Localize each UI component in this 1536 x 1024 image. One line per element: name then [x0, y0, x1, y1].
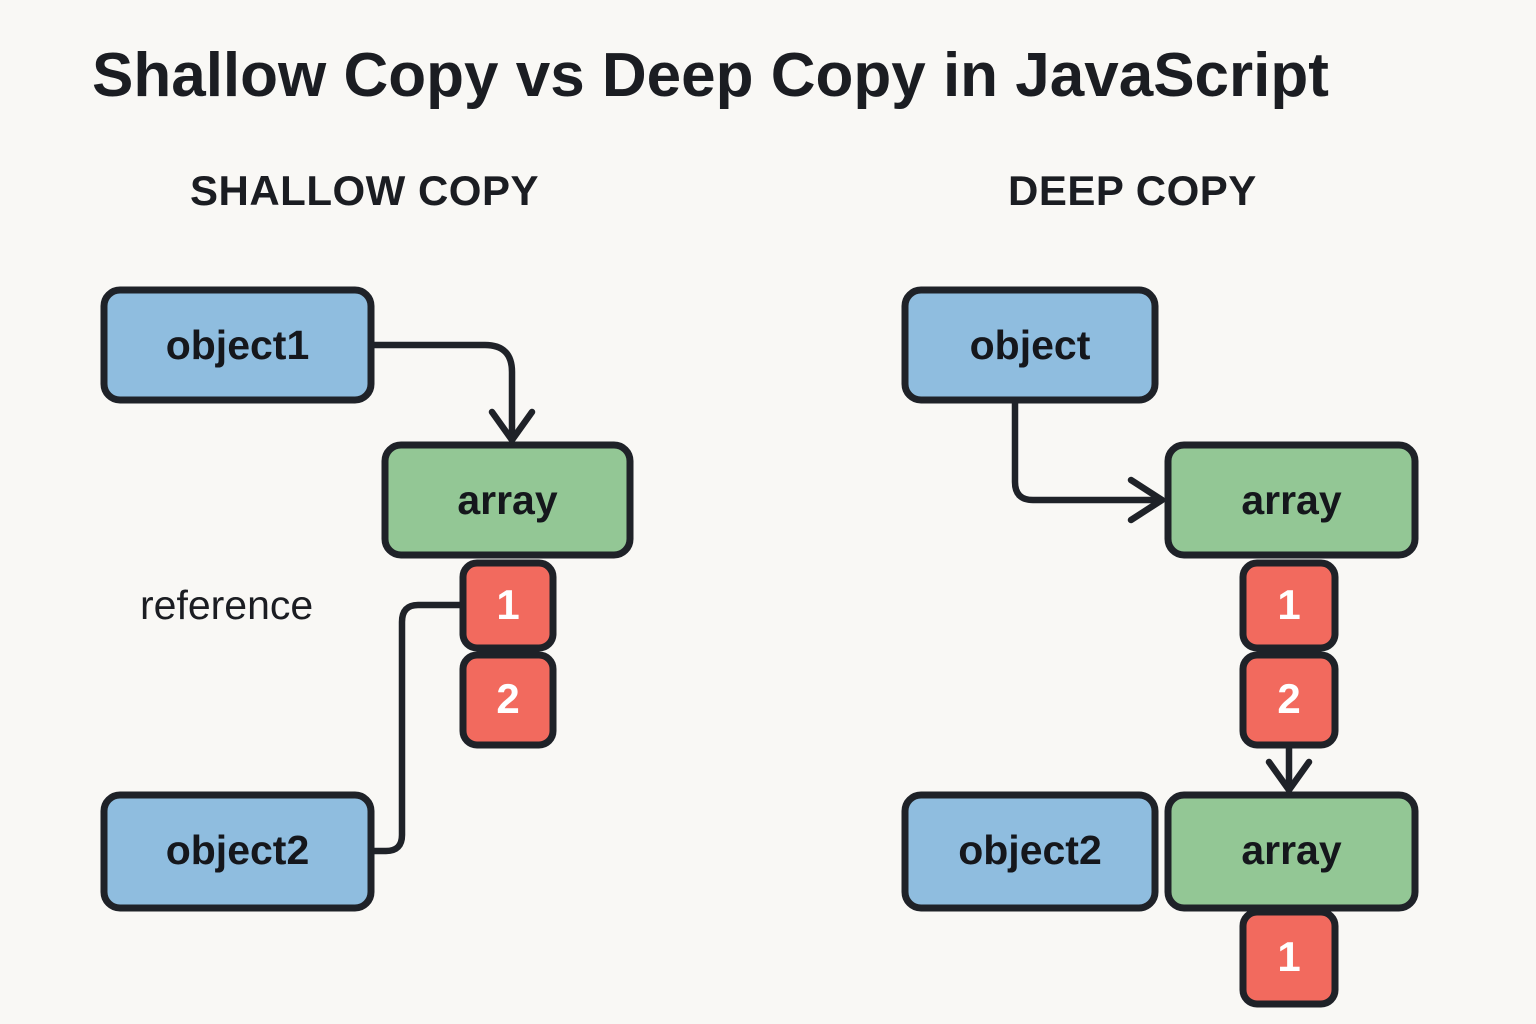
node-deep-object2-label: object2 — [958, 827, 1102, 873]
node-deep-copy-value-1-label: 1 — [1277, 933, 1300, 980]
node-shallow-array-label: array — [457, 477, 558, 523]
node-shallow-value-1-shape — [459, 559, 557, 652]
node-shallow-value-2-label: 2 — [496, 675, 519, 722]
node-deep-object-label: object — [970, 322, 1091, 368]
node-deep-value-1[interactable]: 1 — [1239, 559, 1339, 652]
node-shallow-array-shape — [381, 441, 634, 559]
edge-label-reference: reference — [140, 582, 313, 628]
node-deep-array[interactable]: array — [1164, 441, 1419, 559]
node-shallow-object2-shape — [100, 791, 375, 912]
connector-object1-to-array — [367, 341, 516, 436]
node-deep-copy-array-label: array — [1241, 827, 1342, 873]
node-shallow-value-2[interactable]: 2 — [459, 651, 557, 749]
node-deep-object-shape — [901, 286, 1159, 404]
page-title: Shallow Copy vs Deep Copy in JavaScript — [92, 41, 1329, 110]
panel-deep-copy: object array 1 2 1 — [901, 286, 1419, 1008]
connector-object-to-array — [1011, 396, 1159, 504]
node-deep-copy-array[interactable]: array — [1164, 791, 1419, 912]
node-shallow-value-1-label: 1 — [496, 581, 519, 628]
node-object1[interactable]: object1 — [100, 286, 375, 404]
node-deep-value-2[interactable]: 2 — [1239, 651, 1339, 749]
node-deep-object[interactable]: object — [901, 286, 1159, 404]
node-deep-copy-array-shape — [1164, 791, 1419, 912]
node-deep-copy-value-1-shape — [1239, 908, 1339, 1008]
node-deep-object2-shape — [901, 791, 1159, 912]
node-object1-label: object1 — [166, 322, 310, 368]
arrowhead-object1-to-array — [488, 408, 536, 444]
arrowhead-object-to-array — [1127, 476, 1166, 524]
node-deep-value-2-shape — [1239, 651, 1339, 749]
node-deep-array-label: array — [1241, 477, 1342, 523]
arrowhead-value2-to-copy-array — [1265, 758, 1313, 794]
node-shallow-value-1[interactable]: 1 — [459, 559, 557, 652]
node-object1-shape — [100, 286, 375, 404]
node-deep-object2[interactable]: object2 — [901, 791, 1159, 912]
panel-shallow-copy: object1 array 1 2 object2 — [100, 286, 634, 912]
node-deep-value-1-label: 1 — [1277, 581, 1300, 628]
node-deep-value-2-label: 2 — [1277, 675, 1300, 722]
node-shallow-object2-label: object2 — [166, 827, 310, 873]
node-deep-copy-value-1[interactable]: 1 — [1239, 908, 1339, 1008]
section-heading-shallow: SHALLOW COPY — [190, 167, 539, 214]
node-shallow-array[interactable]: array — [381, 441, 634, 559]
section-heading-deep: DEEP COPY — [1008, 167, 1257, 214]
node-deep-value-1-shape — [1239, 559, 1339, 652]
node-shallow-value-2-shape — [459, 651, 557, 749]
node-deep-array-shape — [1164, 441, 1419, 559]
node-shallow-object2[interactable]: object2 — [100, 791, 375, 912]
connector-object2-to-value-reference — [367, 601, 467, 855]
